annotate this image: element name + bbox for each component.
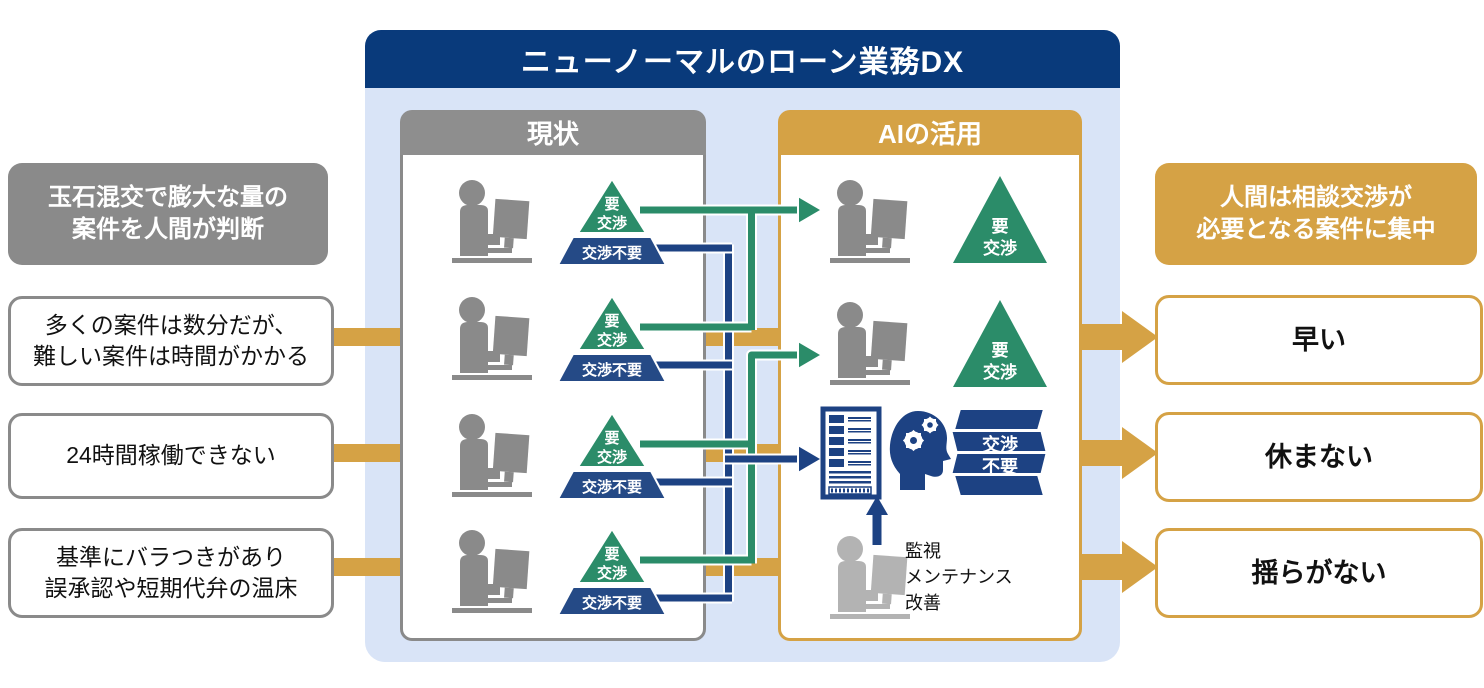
panel-current-header: 現状 — [400, 110, 706, 155]
flow-arrow-body-2 — [1082, 440, 1122, 466]
negotiation-triangle-2: 要 交渉 — [953, 300, 1047, 387]
right-box-1-line-2: 必要となる案件に集中 — [1196, 216, 1436, 243]
right-box-nonstop: 休まない — [1155, 412, 1483, 502]
server-icon — [820, 406, 882, 500]
maintenance-text: 監視 メンテナンス 改善 — [905, 538, 1065, 616]
right-box-2-line-1: 早い — [1292, 324, 1346, 355]
left-box-1-line-1: 玉石混交で膨大な量の — [48, 183, 288, 211]
title-bar: ニューノーマルのローン業務DX — [365, 30, 1120, 88]
svg-text:交渉: 交渉 — [597, 564, 627, 582]
svg-text:要: 要 — [604, 430, 619, 447]
svg-text:交渉: 交渉 — [983, 238, 1017, 258]
case-pyramid-4: 要 交渉 交渉不要 — [556, 527, 668, 616]
svg-text:要: 要 — [604, 313, 619, 330]
person-at-computer-icon-2 — [452, 297, 532, 380]
svg-text:交渉: 交渉 — [983, 362, 1017, 382]
maintenance-line-2: メンテナンス — [905, 567, 1013, 587]
maintenance-line-1: 監視 — [905, 541, 941, 561]
no-negotiation-stack: 交渉 不要 — [948, 410, 1052, 500]
right-box-consistent: 揺らがない — [1155, 528, 1483, 618]
case-pyramid-2: 要 交渉 交渉不要 — [556, 294, 668, 383]
ai-person-at-computer-icon-1 — [830, 180, 910, 263]
maintenance-line-3: 改善 — [905, 593, 941, 613]
stack-layer-1 — [955, 410, 1043, 429]
left-box-4-line-1: 基準にバラつきがあり — [56, 543, 286, 570]
svg-text:交渉不要: 交渉不要 — [582, 478, 642, 496]
svg-text:交渉: 交渉 — [597, 214, 627, 232]
stack-label-1: 交渉 — [982, 435, 1018, 455]
svg-text:交渉不要: 交渉不要 — [582, 594, 642, 612]
right-box-4-line-1: 揺らがない — [1251, 557, 1387, 588]
case-pyramid-1: 要 交渉 交渉不要 — [556, 177, 668, 266]
gear-icon-small — [921, 416, 939, 434]
flow-arrowhead-icon-1 — [1122, 311, 1158, 363]
flow-arrow-body-3 — [1082, 554, 1122, 580]
stack-label-2: 不要 — [982, 457, 1018, 477]
svg-text:要: 要 — [992, 217, 1009, 236]
right-box-1-line-1: 人間は相談交渉が — [1220, 183, 1412, 211]
right-box-3-line-1: 休まない — [1265, 441, 1373, 472]
case-pyramid-3: 要 交渉 交渉不要 — [556, 411, 668, 500]
left-box-criteria: 基準にバラつきがあり 誤承認や短期代弁の温床 — [8, 528, 334, 618]
left-box-issue-overview: 玉石混交で膨大な量の 案件を人間が判断 — [8, 163, 328, 265]
svg-text:交渉: 交渉 — [597, 448, 627, 466]
left-box-1-line-2: 案件を人間が判断 — [72, 216, 264, 243]
right-box-fast: 早い — [1155, 295, 1483, 385]
svg-text:交渉不要: 交渉不要 — [582, 244, 642, 262]
ai-person-at-computer-icon-2 — [830, 302, 910, 385]
left-box-time: 多くの案件は数分だが、 難しい案件は時間がかかる — [8, 296, 334, 386]
person-at-computer-icon-4 — [452, 530, 532, 613]
svg-text:交渉: 交渉 — [597, 331, 627, 349]
flow-arrowhead-icon-3 — [1122, 541, 1158, 593]
left-box-2-line-1: 多くの案件は数分だが、 — [44, 311, 298, 338]
left-box-3-line-1: 24時間稼働できない — [66, 442, 276, 469]
person-at-computer-icon-3 — [452, 414, 532, 497]
flow-arrowhead-icon-2 — [1122, 427, 1158, 479]
left-box-2-line-2: 難しい案件は時間がかかる — [33, 343, 309, 369]
left-box-24h: 24時間稼働できない — [8, 413, 334, 499]
ai-brain-icon — [889, 411, 951, 490]
negotiation-triangle-1: 要 交渉 — [953, 176, 1047, 263]
monitoring-person-icon — [830, 536, 910, 619]
svg-text:交渉不要: 交渉不要 — [582, 361, 642, 379]
flow-arrow-body-1 — [1082, 324, 1122, 350]
right-box-focus: 人間は相談交渉が 必要となる案件に集中 — [1155, 163, 1477, 265]
page-title: ニューノーマルのローン業務DX — [520, 46, 965, 79]
left-box-4-line-2: 誤承認や短期代弁の温床 — [44, 575, 298, 601]
svg-text:要: 要 — [992, 341, 1009, 360]
panel-ai-title: AIの活用 — [877, 119, 982, 149]
svg-text:要: 要 — [604, 196, 619, 213]
person-at-computer-icon-1 — [452, 180, 532, 263]
gear-icon — [902, 429, 925, 452]
svg-text:要: 要 — [604, 546, 619, 563]
panel-ai-header: AIの活用 — [778, 110, 1082, 155]
panel-current-title: 現状 — [526, 119, 579, 149]
